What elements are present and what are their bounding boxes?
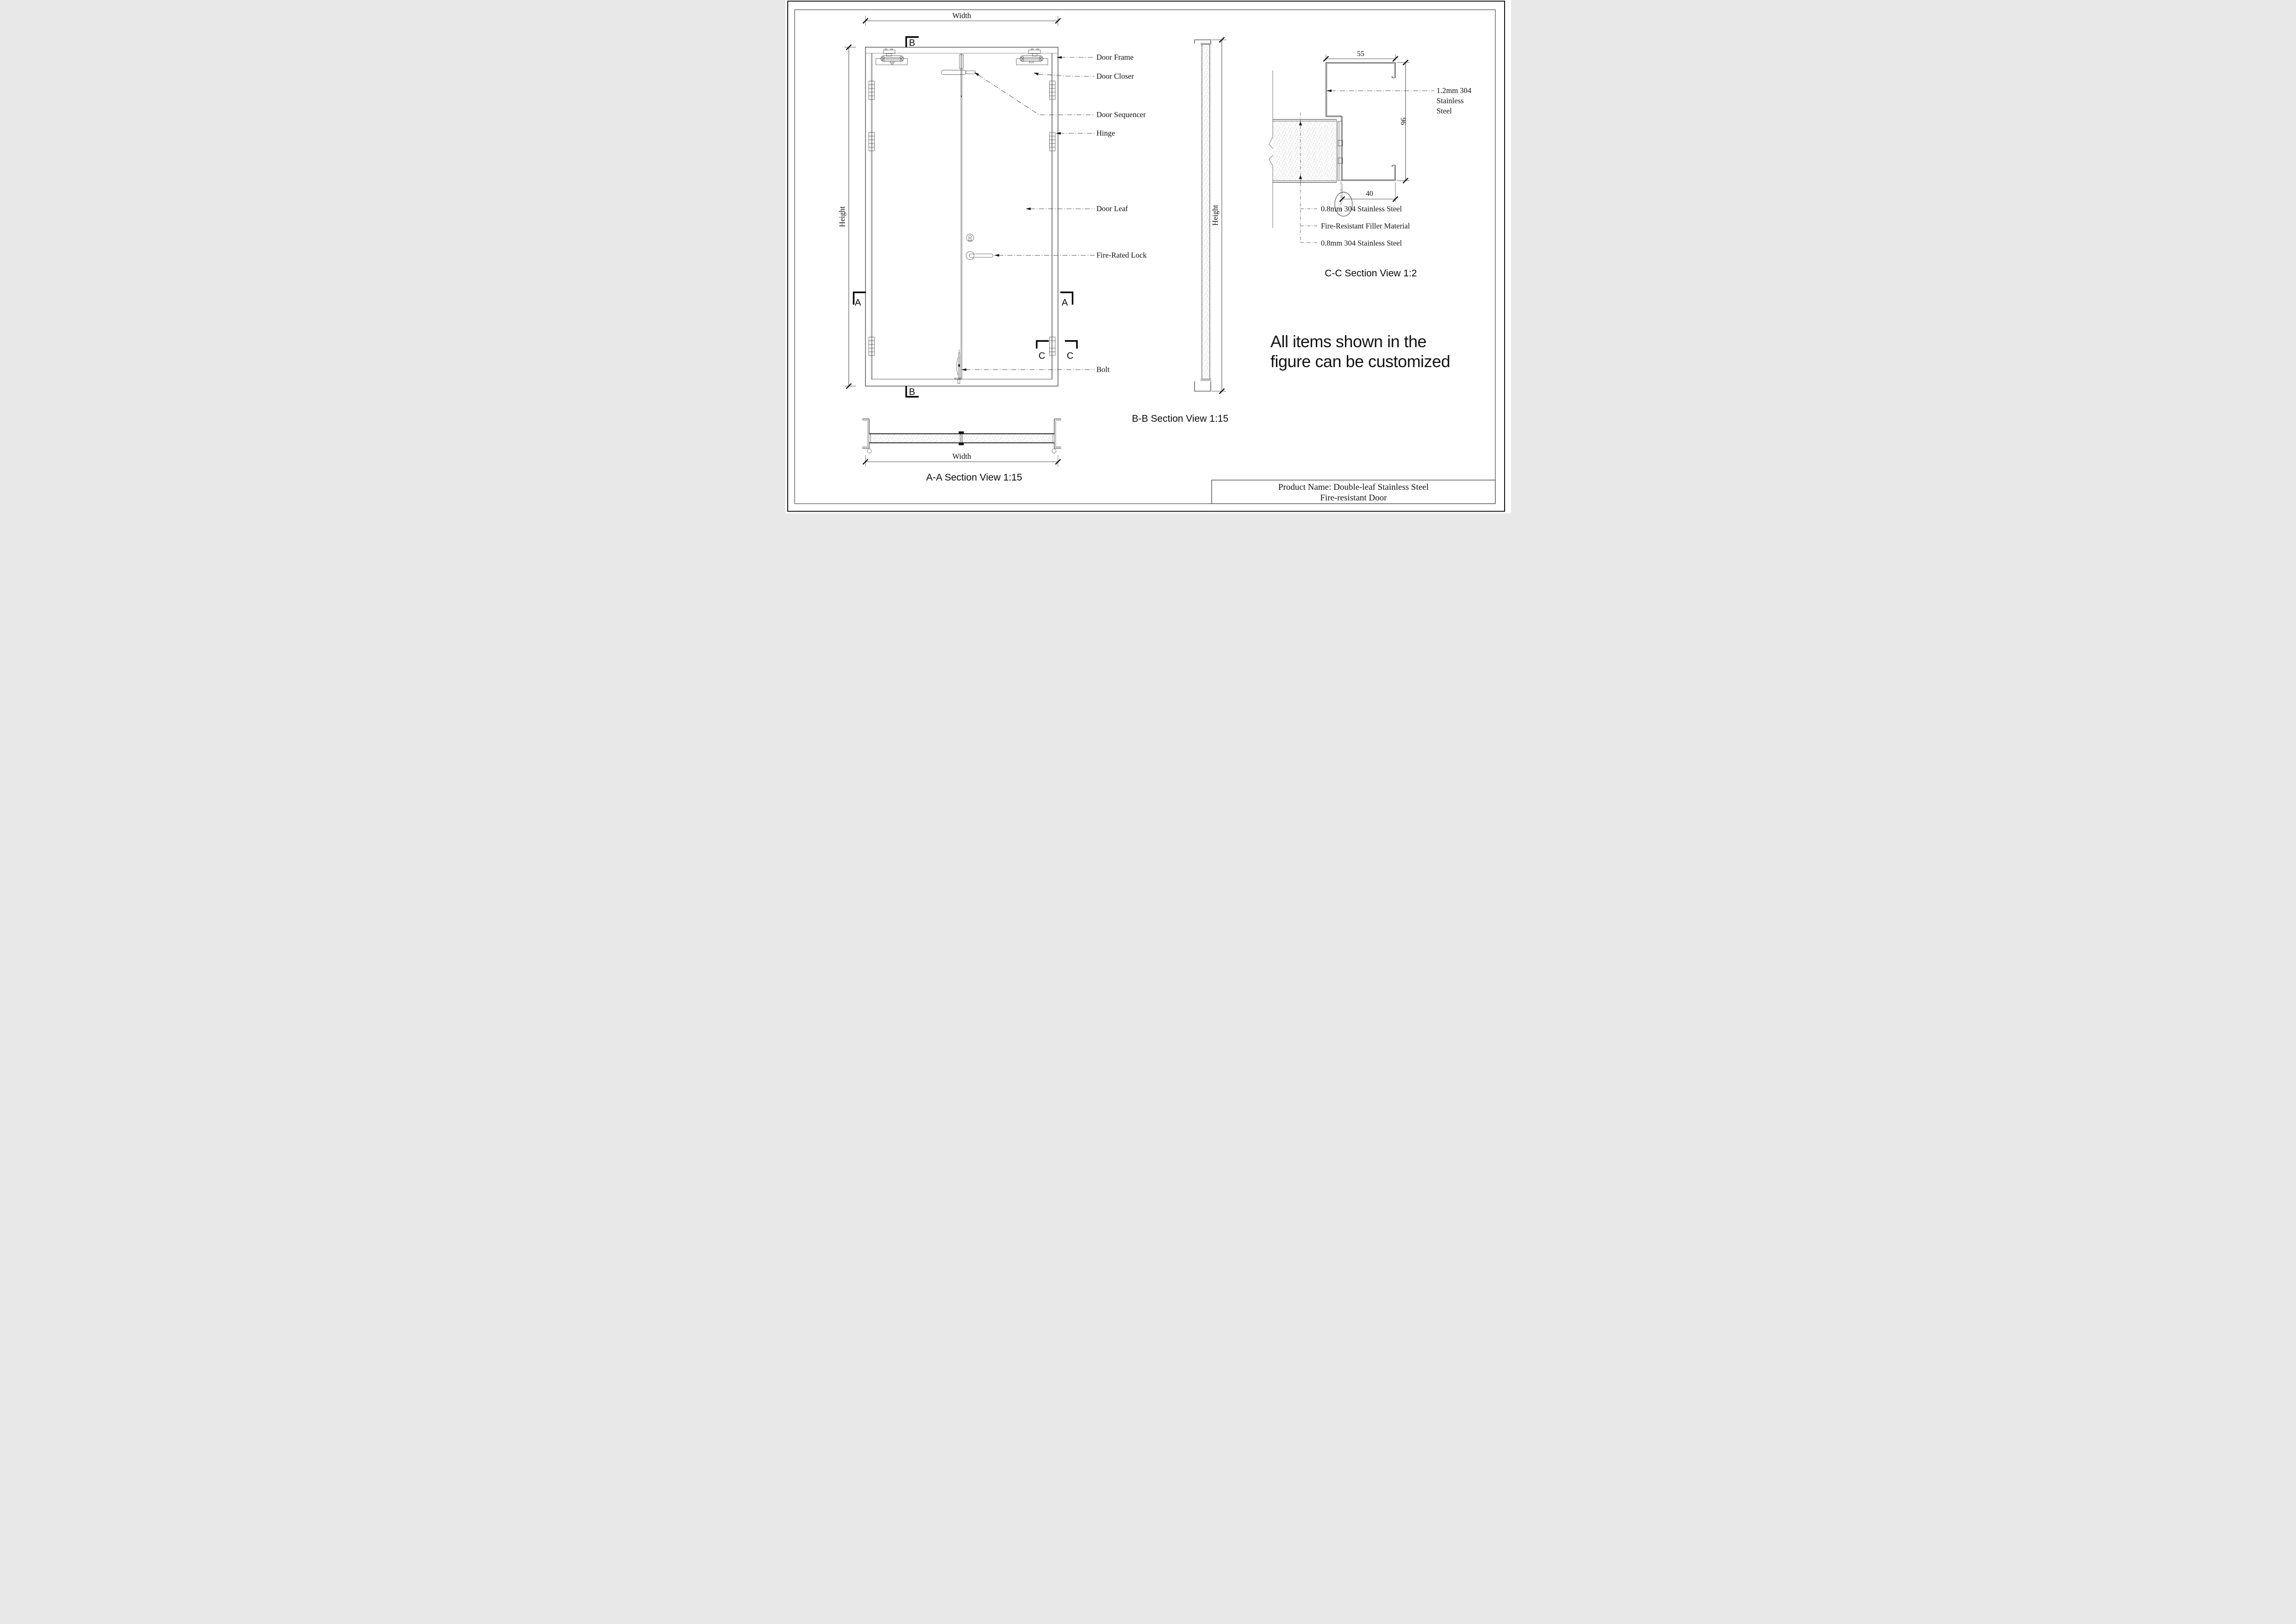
flush-bolt [954,350,961,384]
section-marker-a-left: A [852,291,866,308]
elevation-height-dimension: Height [838,44,856,389]
callout-fire-rated-lock: Fire-Rated Lock [1096,251,1147,260]
marker-letter-b-bottom: B [909,387,915,397]
cc-wall-section [1273,121,1336,181]
fire-rated-lock [965,234,993,260]
door-closer-right [1016,49,1048,65]
callout-bolt: Bolt [1096,365,1110,374]
bb-height-label: Height [1211,205,1220,225]
callouts: Door Frame Door Closer Door Sequencer Hi… [961,53,1147,374]
cc-frame-note-line2: Stainless [1437,96,1464,105]
sheet-borders [787,0,1505,512]
cc-section-detail: 55 96 40 1.2mm 304 Stainless Steel [1269,50,1471,279]
note-line-2: figure can be customized [1270,352,1450,371]
cc-frame-note-line3: Steel [1437,106,1452,115]
cad-drawing: Width Height B B A A C [787,0,1505,512]
aa-width-dimension: Width [862,452,1061,467]
door-closer-left [875,49,908,65]
marker-letter-a-left: A [855,298,861,308]
cc-dim-55-text: 55 [1357,50,1364,58]
section-marker-c-left: C [1035,340,1049,361]
customization-note: All items shown in the figure can be cus… [1270,332,1450,371]
bb-section-title: B-B Section View 1:15 [1132,413,1228,424]
cc-layer-labels: 0.8mm 304 Stainless Steel Fire-Resistant… [1300,183,1410,248]
marker-letter-c-left: C [1039,351,1045,361]
door-elevation: Width Height B B A A C [838,11,1078,398]
cc-dim-55: 55 [1323,50,1398,62]
section-marker-c-right: C [1064,340,1078,361]
hinges-left [868,81,875,356]
elevation-height-label: Height [838,206,846,227]
marker-letter-b-top: B [909,38,915,48]
cc-layer-label-1: 0.8mm 304 Stainless Steel [1321,205,1402,213]
marker-letter-a-right: A [1062,298,1068,308]
bb-door-leaf-section [1201,44,1210,380]
section-marker-b-top: B [905,36,919,48]
hinges-right [1049,81,1055,356]
cc-dim-40: 40 [1339,182,1398,202]
cc-dim-96-text: 96 [1399,118,1407,125]
callout-door-closer: Door Closer [1096,72,1134,81]
aa-section-view: Width A-A Section View 1:15 [862,418,1061,483]
callout-door-sequencer: Door Sequencer [1096,110,1146,119]
callout-door-leaf: Door Leaf [1096,204,1128,213]
marker-letter-c-right: C [1067,351,1073,361]
product-name-line-2: Fire-resistant Door [1320,493,1387,503]
detail-balloon [1334,192,1352,217]
section-marker-a-right: A [1060,291,1073,308]
door-frame-outline [865,47,1058,387]
aa-section-title: A-A Section View 1:15 [926,472,1022,483]
drawing-sheet: Width Height B B A A C [785,0,1511,513]
cc-dim-40-text: 40 [1366,190,1373,198]
aa-width-label: Width [952,452,971,461]
aa-door-leaf-section [869,434,1054,443]
section-marker-b-bottom: B [905,386,919,398]
cc-dim-96: 96 [1396,59,1409,184]
title-block: Product Name: Double-leaf Stainless Stee… [1211,480,1496,504]
cc-layer-label-2: Fire-Resistant Filler Material [1321,222,1410,231]
door-sequencer [941,54,975,98]
callout-door-frame: Door Frame [1096,53,1133,62]
bb-height-dimension: Height [1211,37,1226,394]
cc-frame-material-note: 1.2mm 304 Stainless Steel [1326,86,1471,115]
callout-hinge: Hinge [1096,129,1115,137]
note-line-1: All items shown in the [1270,332,1426,351]
cc-frame-note-line1: 1.2mm 304 [1437,86,1471,95]
elevation-width-dimension: Width [862,11,1061,26]
product-name-line-1: Product Name: Double-leaf Stainless Stee… [1278,482,1428,492]
elevation-width-label: Width [952,11,971,20]
cc-layer-label-3: 0.8mm 304 Stainless Steel [1321,239,1402,248]
lock-lever-handle [969,253,993,258]
cc-section-title: C-C Section View 1:2 [1325,268,1417,279]
bb-section-view: Height B-B Section View 1:15 [1132,37,1228,424]
